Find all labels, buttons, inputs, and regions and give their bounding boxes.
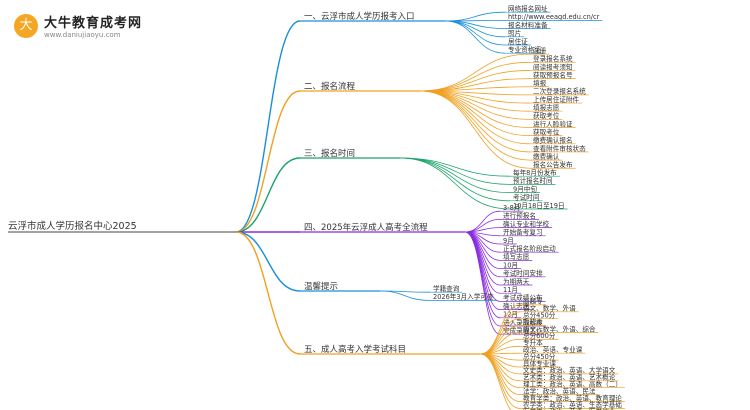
site-logo: 大 大牛教育成考网 www.daniujiaoyu.com — [14, 8, 154, 48]
leaf-label: 总分600分 — [523, 331, 556, 340]
leaf-label: 阅读报考须知 — [533, 62, 573, 71]
leaf-label: 专升本 — [523, 338, 543, 347]
leaf-label: 确认专业和学校 — [503, 219, 550, 228]
leaf-label: 农学类：政治、英语、生态学基础 — [523, 400, 622, 409]
leaf-connector — [419, 70, 531, 92]
leaf-connector — [464, 231, 501, 335]
leaf-label: 缴费确认报名 — [533, 136, 573, 145]
leaf-connector — [479, 353, 521, 402]
leaf-label: 艺术类：政治、英语、艺术概论 — [523, 373, 616, 382]
leaf-label: 10月18日至19日 — [513, 202, 565, 210]
leaf-label: 查看附件审核状态 — [533, 144, 586, 153]
leaf-label: 9月中旬 — [513, 184, 537, 193]
leaf-label: 注册 — [533, 46, 547, 55]
leaf-label: 进入录取阶段 — [503, 318, 543, 327]
leaf-label: 法学：政治、英语、民法 — [523, 386, 596, 395]
leaf-label: 语文、数学、外语、综合 — [523, 324, 596, 333]
leaf-label: 预计报名时间 — [513, 176, 553, 185]
leaf-label: 政治、英语、专业课 — [523, 345, 583, 354]
leaf-label: 总分450分 — [523, 352, 556, 361]
branch-connector — [235, 157, 301, 233]
branch-connector — [235, 20, 301, 233]
leaf-label: 医学类：政治、英语、医学综合 — [523, 407, 616, 410]
leaf-label: 正式报名阶段启动 — [503, 244, 556, 253]
leaf-label: 缴费确认 — [533, 152, 560, 161]
root-node-label: 云浮市成人学历报名中心2025 — [8, 220, 137, 232]
logo-badge-icon: 大 — [14, 14, 38, 38]
branch-connector — [235, 90, 301, 233]
leaf-label: http://www.eeagd.edu.cn/cr — [508, 13, 600, 21]
leaf-connector — [479, 353, 521, 389]
leaf-label: 二次登录报名系统 — [533, 87, 586, 96]
branch-connector — [235, 231, 301, 355]
leaf-label: 每年8月份发布 — [513, 168, 557, 177]
leaf-label: 总分450分 — [523, 311, 556, 320]
leaf-label: 11月 — [503, 286, 518, 294]
site-url: www.daniujiaoyu.com — [44, 31, 121, 39]
leaf-connector — [399, 157, 511, 202]
site-name: 大牛教育成考网 — [44, 16, 143, 31]
leaf-label: 理工类：政治、英语、高数（二） — [523, 380, 622, 389]
leaf-connector — [444, 11, 506, 22]
leaf-label: 完成录取工作 — [503, 326, 543, 335]
leaf-connector — [399, 157, 511, 185]
branch-label: 二、报名流程 — [304, 81, 356, 92]
leaf-label: 填写志愿 — [503, 252, 530, 261]
leaf-label: 学籍查询 — [433, 284, 460, 293]
branch-label: 三、报名时间 — [304, 148, 355, 159]
leaf-label: 进行预报名 — [503, 211, 536, 220]
leaf-label: 填报志愿 — [533, 103, 560, 112]
leaf-label: 具体专业课 — [523, 359, 556, 368]
leaf-label: 高起专 — [523, 297, 543, 306]
branch-label: 五、成人高考入学考试科目 — [304, 344, 406, 355]
leaf-connector — [444, 20, 506, 38]
leaf-label: 报名材料准备 — [508, 20, 548, 29]
leaf-label: 高起本 — [523, 317, 543, 326]
leaf-label: 获取考位 — [533, 111, 560, 120]
leaf-connector — [419, 90, 531, 153]
leaf-connector — [419, 90, 531, 169]
branch-connector — [235, 231, 301, 292]
leaf-label: 上传居住证附件 — [533, 95, 580, 104]
leaf-label: 2026年3月入学可查 — [433, 292, 494, 301]
leaf-connector — [419, 90, 531, 145]
leaf-label: 填报 — [533, 79, 547, 88]
leaf-label: 居住证 — [508, 37, 528, 46]
leaf-connector — [444, 20, 506, 54]
leaf-label: 为期两天 — [503, 277, 530, 286]
leaf-label: 进行人脸验证 — [533, 119, 573, 128]
leaf-label: 考试时间安排 — [503, 269, 543, 278]
leaf-connector — [399, 157, 511, 177]
leaf-label: 报名公告发布 — [533, 160, 573, 169]
leaf-label: 登录报名系统 — [533, 54, 573, 63]
branch-label: 四、2025年云浮成人高考全流程 — [304, 222, 428, 233]
leaf-label: 教育学类：政治、英语、教育理论 — [523, 393, 622, 402]
leaf-label: 文史类：政治、英语、大学语文 — [523, 366, 616, 375]
leaf-connector — [479, 353, 512, 410]
leaf-connector — [419, 90, 531, 120]
leaf-connector — [399, 157, 511, 210]
leaf-label: 照片 — [508, 29, 521, 38]
leaf-label: 考试成绩公布 — [503, 293, 543, 302]
leaf-label: 网络报名网址 — [508, 4, 548, 13]
leaf-label: 考试时间 — [513, 193, 540, 202]
leaf-label: 9月 — [503, 237, 514, 245]
leaf-label: 语文、数学、外语 — [523, 304, 576, 313]
leaf-label: 12月 — [503, 311, 518, 319]
leaf-label: 获取考位 — [533, 127, 560, 136]
branch-label: 温馨提示 — [304, 281, 338, 292]
leaf-label: 3-8月 — [503, 204, 520, 212]
leaf-connector — [419, 53, 531, 92]
branch-label: 一、云浮市成人学历报考入口 — [304, 11, 415, 22]
leaf-label: 专业资格证 — [508, 45, 541, 54]
leaf-label: 获取预报名号 — [533, 70, 573, 79]
leaf-connector — [379, 290, 431, 301]
leaf-connector — [464, 210, 501, 233]
leaf-label: 开始备考复习 — [503, 228, 543, 237]
leaf-label: 10月 — [503, 261, 518, 269]
